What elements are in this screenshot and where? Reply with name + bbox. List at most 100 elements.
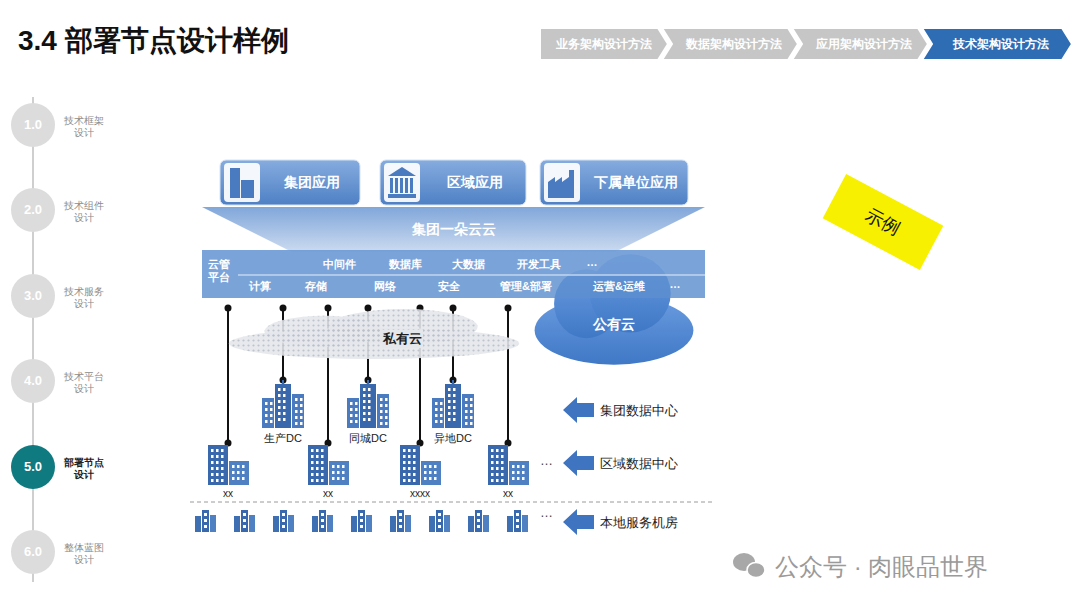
platform-capability: 数据库	[389, 257, 422, 272]
connector-group	[505, 305, 512, 447]
region-datacenter: xxxx	[397, 443, 443, 485]
timeline-step: 3.0技术服务 设计	[11, 274, 55, 318]
building-icon	[432, 380, 474, 428]
application-name: 集团应用	[284, 174, 340, 192]
node-shape	[205, 443, 251, 485]
breadcrumb-text: 技术架构设计方法	[953, 36, 1049, 53]
step-label: 技术平台 设计	[61, 371, 107, 394]
link-dot	[225, 305, 232, 312]
timeline-step: 1.0技术框架 设计	[11, 103, 55, 147]
datacenter-name: 生产DC	[264, 431, 302, 446]
timeline-step: 5.0部署节点 设计	[11, 445, 55, 489]
platform-capability: 管理&部署	[500, 279, 552, 294]
link-line	[507, 308, 509, 443]
datacenter-name: 异地DC	[434, 431, 472, 446]
private-cloud: 私有云	[226, 308, 522, 360]
link-dot	[505, 305, 512, 312]
link-dot	[325, 305, 332, 312]
tier-label: 本地服务机房	[600, 514, 678, 532]
node-shape	[345, 380, 391, 428]
link-dot	[365, 305, 372, 312]
platform-capability: …	[587, 256, 598, 268]
node-shape	[260, 380, 306, 428]
link-dot	[280, 305, 287, 312]
building-icon	[262, 380, 304, 428]
building-icon	[488, 445, 529, 485]
link-dot	[450, 305, 457, 312]
app-icon	[548, 170, 574, 198]
tier-label: 集团数据中心	[600, 402, 678, 420]
node-shape	[485, 443, 531, 485]
timeline-step: 6.0整体蓝图 设计	[11, 530, 55, 574]
timeline-step: 2.0技术组件 设计	[11, 188, 55, 232]
tier-label: 区域数据中心	[600, 455, 678, 473]
pointer-arrow	[563, 509, 594, 535]
node-shape	[430, 380, 476, 428]
cloud-shape	[229, 309, 519, 359]
cloud-platform-band: 云管 平台中间件数据库大数据开发工具…计算存储网络安全管理&部署运营&运维…	[202, 250, 705, 298]
platform-name: 云管 平台	[208, 258, 234, 284]
region-datacenter: xx	[305, 443, 351, 485]
node-shape	[397, 443, 443, 485]
ellipsis: …	[540, 453, 553, 468]
datacenter-name: xx	[223, 488, 233, 499]
platform-capability: 大数据	[452, 257, 485, 272]
timeline-step: 4.0技术平台 设计	[11, 359, 55, 403]
page-title: 3.4 部署节点设计样例	[18, 22, 289, 60]
platform-capability: 存储	[305, 279, 327, 294]
application-box: 区域应用	[380, 160, 526, 205]
divider-line	[190, 502, 712, 503]
breadcrumb-step: 技术架构设计方法	[922, 28, 1072, 60]
sample-tag: 示例	[823, 174, 944, 270]
platform-capability: 计算	[249, 279, 271, 294]
platform-capability: 运营&运维	[593, 279, 645, 294]
region-datacenter: xx	[485, 443, 531, 485]
platform-capability: 安全	[438, 279, 460, 294]
step-label: 整体蓝图 设计	[61, 542, 107, 565]
platform-capability: 网络	[374, 279, 396, 294]
cloud-name: 私有云	[382, 330, 423, 348]
application-name: 区域应用	[447, 174, 503, 192]
pointer-arrow	[563, 450, 594, 476]
breadcrumb-text: 数据架构设计方法	[686, 36, 782, 53]
group-datacenter: 同城DC	[345, 380, 391, 428]
datacenter-name: xx	[503, 488, 513, 499]
platform-capability: …	[670, 278, 681, 290]
datacenter-name: xx	[323, 488, 333, 499]
group-datacenter: 生产DC	[260, 380, 306, 428]
breadcrumb-text: 业务架构设计方法	[556, 36, 652, 53]
step-number: 1.0	[11, 117, 55, 132]
wechat-icon	[733, 553, 765, 578]
region-datacenter: xx	[205, 443, 251, 485]
building-icon	[308, 445, 349, 485]
breadcrumb-step: 应用架构设计方法	[792, 28, 928, 60]
step-label: 技术组件 设计	[61, 200, 107, 223]
node-shape	[305, 443, 351, 485]
datacenter-name: xxxx	[410, 488, 430, 499]
funnel-title: 集团一朵云云	[202, 221, 705, 239]
building-icon	[208, 445, 249, 485]
application-box: 下属单位应用	[540, 160, 688, 205]
step-label: 技术服务 设计	[61, 286, 107, 309]
building-icon	[400, 445, 441, 485]
world-map-texture	[229, 309, 519, 359]
step-number: 3.0	[11, 288, 55, 303]
breadcrumb-step: 业务架构设计方法	[540, 28, 668, 60]
building-icon	[347, 380, 389, 428]
pointer-arrow	[563, 397, 594, 423]
step-label: 技术框架 设计	[61, 115, 107, 138]
ellipsis: …	[540, 505, 553, 520]
link-line	[227, 308, 229, 443]
connector-group	[225, 305, 232, 447]
local-room-icons	[195, 510, 528, 532]
timeline-line	[32, 97, 34, 582]
application-name: 下属单位应用	[594, 174, 678, 192]
step-number: 4.0	[11, 373, 55, 388]
group-datacenter: 异地DC	[430, 380, 476, 428]
step-number: 6.0	[11, 544, 55, 559]
datacenter-name: 同城DC	[349, 431, 387, 446]
cloud-name: 公有云	[533, 316, 695, 334]
cloud-funnel: 集团一朵云云	[202, 207, 705, 252]
breadcrumb-step: 数据架构设计方法	[662, 28, 798, 60]
node-shape	[226, 308, 522, 360]
